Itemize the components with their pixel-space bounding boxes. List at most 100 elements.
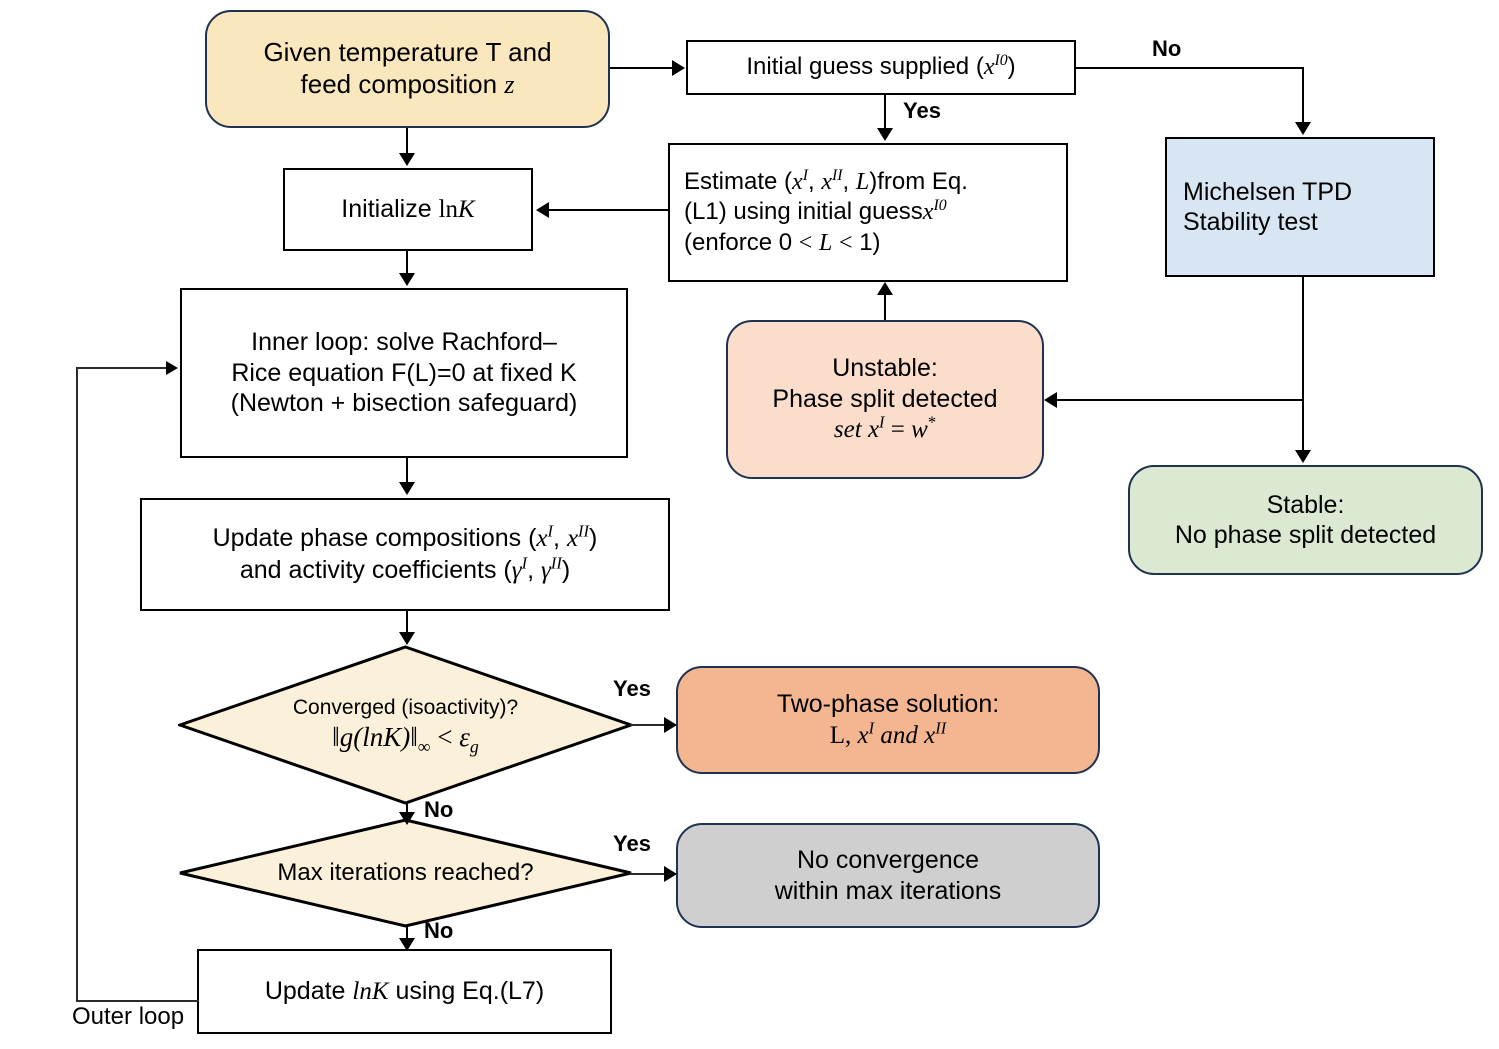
decision-max-iterations-label: Max iterations reached? xyxy=(178,818,633,928)
unstable-var-x: x xyxy=(867,416,880,444)
arrowhead-no-convergence xyxy=(664,866,677,882)
edge-label-yes-converged: Yes xyxy=(613,676,651,701)
converged-epsilon: ε xyxy=(459,722,470,753)
stability-line-2: Stability test xyxy=(1183,208,1318,236)
estimate-line-3-prefix: (enforce 0 xyxy=(684,228,799,256)
estimate-sep-1: , xyxy=(807,168,822,196)
update-lnk-math: lnK xyxy=(352,977,389,1005)
edge-label-no-max-iter: No xyxy=(424,918,454,943)
start-line-1: Given temperature T and xyxy=(263,37,552,68)
decision-max-iterations[interactable]: Max iterations reached? xyxy=(178,818,633,928)
edge-max-iter-yes xyxy=(630,873,676,875)
edge-initialize-to-inner-loop xyxy=(406,251,408,274)
edge-inner-loop-to-update xyxy=(406,458,408,483)
michelsen-tpd-stability-test[interactable]: Michelsen TPD Stability test xyxy=(1165,137,1435,277)
initialize-k: K xyxy=(458,195,475,223)
estimate-from-eq-l1[interactable]: Estimate (xI, xII, L)from Eq. (L1) using… xyxy=(668,143,1068,282)
estimate-sep-2: , xyxy=(842,168,856,196)
estimate-line-3-lt-1: < xyxy=(798,229,813,256)
converged-epsilon-sub: g xyxy=(469,736,479,757)
edge-unstable-to-estimate xyxy=(884,295,887,320)
update-comp-sup-1: I xyxy=(547,521,554,541)
update-comp-gamma-1: γ xyxy=(511,556,522,584)
update-lnk-text-prefix: Update xyxy=(264,976,353,1005)
estimate-line-1-suffix: )from Eq. xyxy=(869,168,968,196)
edge-outer-loop-top xyxy=(76,367,168,369)
edge-start-to-initial-guess xyxy=(610,67,673,70)
update-comp-var-x1: x xyxy=(536,525,548,552)
update-phase-compositions[interactable]: Update phase compositions (xI, xII) and … xyxy=(140,498,670,611)
converged-g: g xyxy=(339,722,354,753)
edge-converged-yes xyxy=(630,724,676,726)
edge-update-to-converged xyxy=(406,611,408,634)
unstable-phase-split[interactable]: Unstable: Phase split detected set xI = … xyxy=(726,320,1044,479)
unstable-sup-i: I xyxy=(879,412,885,432)
edge-stability-to-unstable xyxy=(1057,399,1304,402)
arrowhead-initialize-from-estimate xyxy=(536,202,549,218)
two-phase-solution[interactable]: Two-phase solution: L, xI and xII xyxy=(676,666,1100,774)
edge-initial-guess-to-estimate xyxy=(884,95,886,130)
no-convergence-line-1: No convergence xyxy=(796,846,980,874)
estimate-line-3-variable: L xyxy=(818,229,833,256)
converged-line-1: Converged (isoactivity)? xyxy=(292,696,519,719)
arrowhead-initialize xyxy=(399,153,415,166)
estimate-sup-1: I xyxy=(802,167,808,185)
edge-label-yes-max-iter: Yes xyxy=(613,831,651,856)
initialize-text-prefix: Initialize xyxy=(341,194,439,223)
converged-paren-open: ( xyxy=(353,722,363,753)
edge-outer-loop-bottom xyxy=(76,1000,199,1002)
stable-no-phase-split[interactable]: Stable: No phase split detected xyxy=(1128,465,1483,575)
initial-guess-text-suffix: ) xyxy=(1007,53,1016,81)
update-comp-sep-1: , xyxy=(553,524,567,552)
update-comp-sup-2: II xyxy=(578,521,590,541)
two-phase-and: and xyxy=(874,721,925,749)
edge-label-yes-initial-guess: Yes xyxy=(903,98,941,123)
decision-converged-isoactivity[interactable]: Converged (isoactivity)? ‖g(lnK)‖∞ < εg xyxy=(178,645,633,805)
two-phase-line-2-prefix: L, xyxy=(829,721,858,749)
update-comp-gamma-sup-2: II xyxy=(550,553,562,573)
update-lnk-eq-l7[interactable]: Update lnK using Eq.(L7) xyxy=(197,949,612,1034)
estimate-line-2-variable: x xyxy=(922,199,934,226)
edge-label-outer-loop: Outer loop xyxy=(72,1003,185,1030)
update-lnk-text-suffix: using Eq.(L7) xyxy=(388,976,545,1005)
two-phase-var-x1: x xyxy=(857,721,869,749)
start-given-conditions[interactable]: Given temperature T and feed composition… xyxy=(205,10,610,128)
edge-stability-trunk xyxy=(1302,277,1305,452)
arrowhead-unstable xyxy=(1044,392,1057,408)
inner-loop-line-1: Inner loop: solve Rachford– xyxy=(251,328,557,357)
stable-line-1: Stable: xyxy=(1266,490,1345,519)
arrowhead-stability xyxy=(1295,122,1311,135)
initial-guess-supplied[interactable]: Initial guess supplied (xI0) xyxy=(686,40,1076,95)
edge-no-vertical xyxy=(1302,67,1305,122)
arrowhead-converged xyxy=(399,632,415,645)
decision-converged-shape xyxy=(178,645,633,805)
arrowhead-estimate xyxy=(877,128,893,141)
inner-loop-rachford-rice[interactable]: Inner loop: solve Rachford– Rice equatio… xyxy=(180,288,628,458)
arrowhead-inner-loop xyxy=(399,273,415,286)
initialize-lnk[interactable]: Initialize lnK xyxy=(283,168,533,251)
unstable-line-3-prefix: set xyxy=(833,416,868,444)
estimate-var-x2: x xyxy=(821,169,832,196)
edge-max-iter-no xyxy=(406,926,408,944)
converged-paren-close: ) xyxy=(401,722,411,753)
unstable-equals: = xyxy=(884,416,912,444)
arrowhead-update-compositions xyxy=(399,482,415,495)
unstable-sup-star: * xyxy=(927,412,937,432)
initial-guess-text-prefix: Initial guess supplied ( xyxy=(746,53,984,81)
stability-line-1: Michelsen TPD xyxy=(1183,177,1353,206)
inner-loop-line-3: (Newton + bisection safeguard) xyxy=(230,389,578,418)
edge-converged-no xyxy=(406,803,408,820)
converged-norm-close: ‖ xyxy=(410,722,418,753)
two-phase-sup-2: II xyxy=(935,718,947,738)
estimate-sup-2: II xyxy=(831,167,843,185)
update-comp-sep-2: , xyxy=(527,555,541,584)
edge-label-no-converged: No xyxy=(424,797,454,822)
estimate-line-2-superscript: I0 xyxy=(933,197,947,215)
arrowhead-estimate-from-unstable xyxy=(877,282,893,295)
update-comp-var-x2: x xyxy=(566,525,579,552)
two-phase-sup-1: I xyxy=(868,718,875,738)
edge-estimate-to-initialize xyxy=(549,209,668,212)
two-phase-var-x2: x xyxy=(924,721,936,749)
no-convergence-result[interactable]: No convergence within max iterations xyxy=(676,823,1100,928)
max-iterations-text: Max iterations reached? xyxy=(277,859,534,886)
